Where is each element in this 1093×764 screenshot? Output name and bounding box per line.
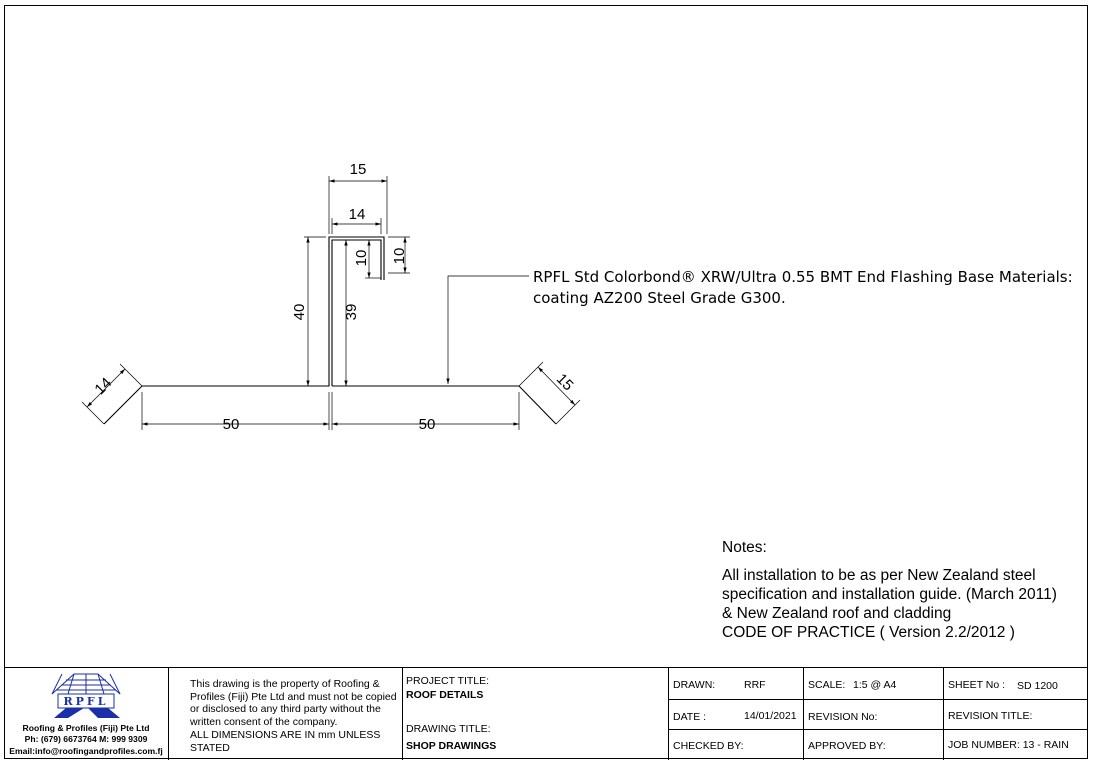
notes-line-4: CODE OF PRACTICE ( Version 2.2/2012 ) (722, 624, 1015, 641)
drawn-value: RRF (744, 679, 766, 691)
dim-right-base: 50 (419, 416, 436, 433)
checked-by-label: CHECKED BY: (673, 740, 744, 752)
notes-line-1: All installation to be as per New Zealan… (722, 567, 1036, 584)
sheet-label: SHEET No : (948, 679, 1005, 691)
dimension-lines (81, 176, 581, 430)
job-number-label: JOB NUMBER: (948, 739, 1020, 751)
project-title: ROOF DETAILS (406, 689, 484, 701)
approved-by-label: APPROVED BY: (808, 740, 886, 752)
disclaimer: This drawing is the property of Roofing … (190, 678, 397, 728)
rpfl-logo-icon: RPFL (51, 673, 121, 718)
callout-line-1: RPFL Std Colorbond® XRW/Ultra 0.55 BMT E… (533, 268, 1073, 286)
dim-lip-inner: 10 (353, 250, 370, 267)
material-callout: RPFL Std Colorbond® XRW/Ultra 0.55 BMT E… (533, 267, 1073, 309)
dim-top-outer: 15 (350, 161, 367, 178)
job-number-value: 13 - RAIN (1022, 739, 1069, 751)
flashing-profile (103, 236, 557, 425)
dim-upstand-inner: 39 (343, 304, 360, 321)
drawing-border (4, 5, 1088, 759)
dim-top-inner: 14 (349, 206, 366, 223)
drawing-title: SHOP DRAWINGS (406, 740, 497, 752)
dim-left-return: 14 (91, 374, 115, 398)
dim-right-return: 15 (553, 370, 577, 394)
title-block: RPFL Roofing & Profiles (Fiji) Pte Ltd P… (4, 667, 1088, 760)
job-number: JOB NUMBER: 13 - RAIN (948, 739, 1069, 751)
revision-no-label: REVISION No: (808, 711, 878, 723)
callout-line-2: coating AZ200 Steel Grade G300. (533, 289, 786, 307)
company-name: Roofing & Profiles (Fiji) Pte Ltd (22, 723, 150, 733)
dimensions-note: ALL DIMENSIONS ARE IN mm UNLESS STATED (190, 729, 381, 754)
company-email: Email:info@roofingandprofiles.com.fj (9, 746, 163, 756)
revision-title-label: REVISION TITLE: (948, 710, 1033, 722)
drawing-title-label: DRAWING TITLE: (406, 723, 491, 735)
scale-label: SCALE: (808, 679, 846, 691)
notes-line-3: & New Zealand roof and cladding (722, 605, 952, 622)
dim-lip-outer: 10 (391, 248, 408, 265)
project-title-label: PROJECT TITLE: (406, 675, 490, 687)
company-phone: Ph: (679) 6673764 M: 999 9309 (24, 734, 148, 744)
notes-heading: Notes: (722, 539, 767, 556)
notes-line-2: specification and installation guide. (M… (722, 586, 1057, 603)
drawn-label: DRAWN: (673, 679, 716, 691)
date-value: 14/01/2021 (744, 710, 797, 722)
notes-block: Notes: All installation to be as per New… (722, 538, 1057, 642)
dim-upstand-outer: 40 (291, 304, 308, 321)
company-logo: RPFL (4, 668, 168, 723)
date-label: DATE : (673, 711, 707, 723)
logo-text: RPFL (64, 695, 109, 708)
dim-left-base: 50 (223, 416, 240, 433)
sheet-value: SD 1200 (1017, 680, 1058, 692)
scale-value: 1:5 @ A4 (853, 679, 897, 691)
